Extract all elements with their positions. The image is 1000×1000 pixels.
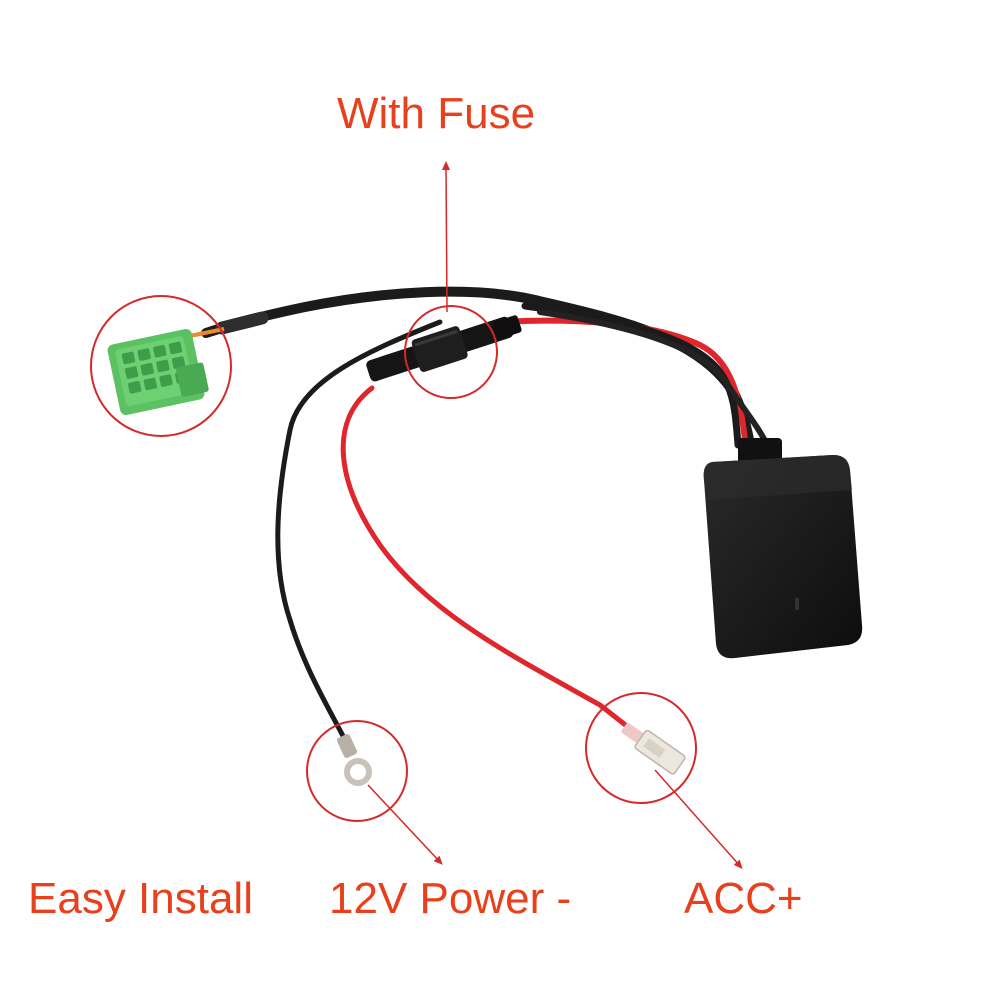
acc-terminal bbox=[621, 722, 686, 775]
acc-arrow bbox=[654, 769, 743, 869]
black-wire-strand bbox=[537, 309, 771, 450]
power-arrow bbox=[367, 784, 443, 865]
black-wire-to-module bbox=[521, 302, 742, 449]
orange-wire bbox=[189, 327, 225, 338]
acc-callout-circle bbox=[585, 692, 697, 804]
red-wire-to-module bbox=[497, 317, 748, 443]
easy-install-label: Easy Install bbox=[28, 874, 253, 923]
acc-label: ACC+ bbox=[684, 874, 803, 923]
connector-callout-circle bbox=[90, 295, 232, 437]
ground-callout-circle bbox=[306, 720, 408, 822]
heat-shrink-sleeve bbox=[215, 311, 269, 335]
fuse-holder bbox=[366, 315, 522, 382]
power-label: 12V Power - bbox=[329, 874, 572, 923]
green-connector bbox=[107, 328, 209, 416]
ring-terminal bbox=[336, 734, 372, 786]
fuse-callout-circle bbox=[404, 305, 498, 399]
with-fuse-label: With Fuse bbox=[337, 89, 536, 138]
fuse-arrow bbox=[442, 161, 451, 313]
black-ground-wire bbox=[275, 319, 443, 743]
red-acc-wire bbox=[340, 385, 631, 730]
bluetooth-module bbox=[703, 438, 863, 659]
